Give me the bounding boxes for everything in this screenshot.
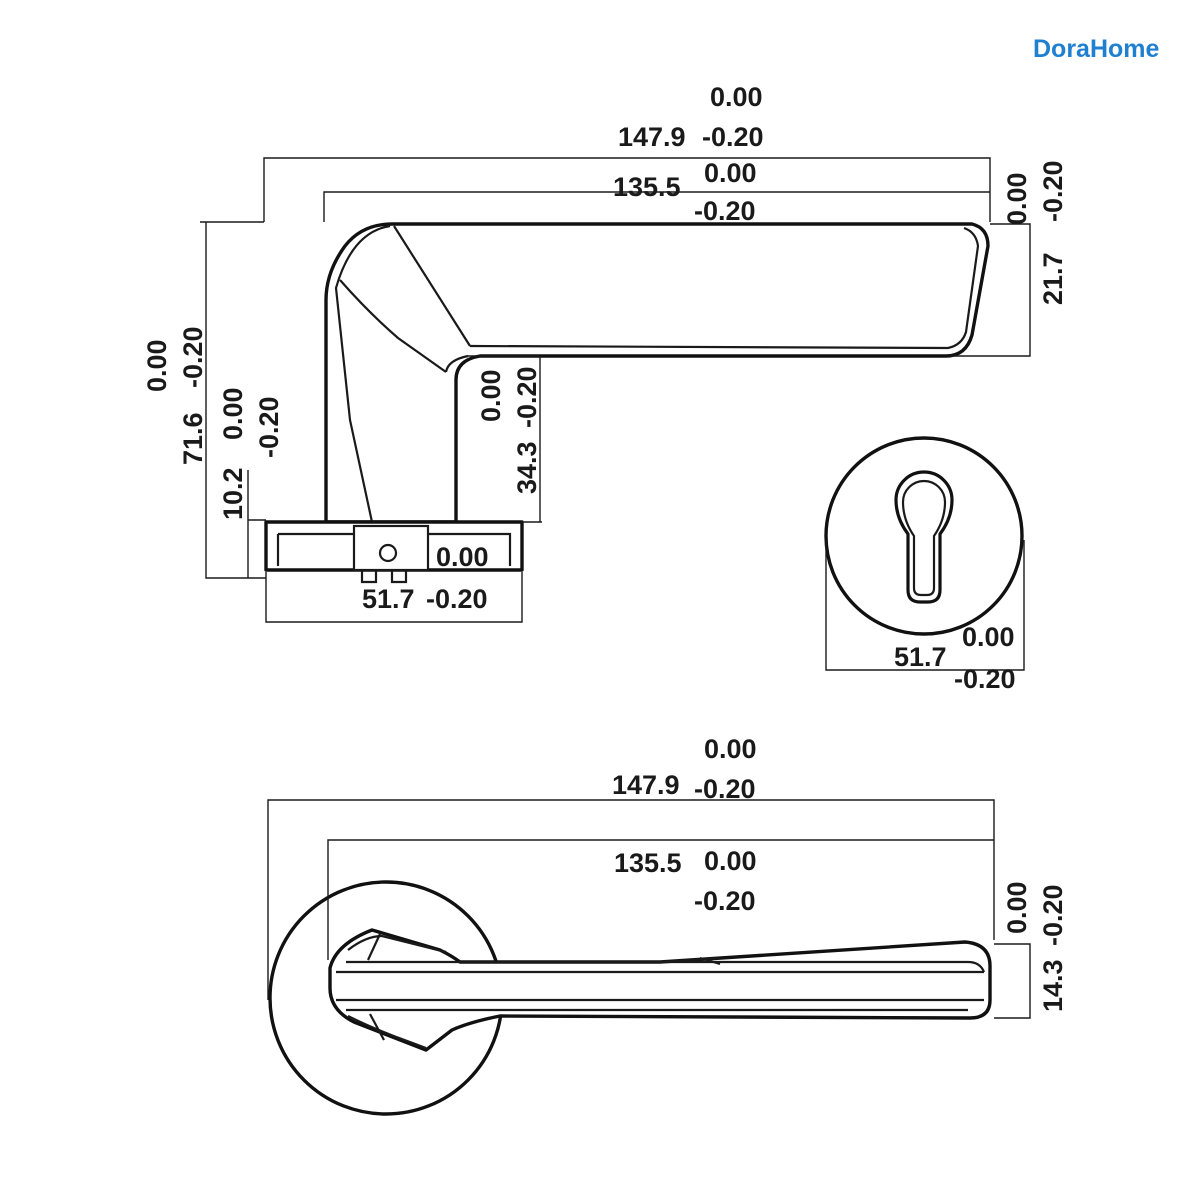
escutcheon-rose (824, 436, 1024, 636)
top-lever-length: 135.5 (614, 848, 682, 878)
side-set-screw (378, 543, 398, 563)
side-base-width: 51.7 (362, 584, 415, 614)
side-overall-tol-upper: 0.00 (710, 82, 763, 112)
escutcheon-diameter: 51.7 (894, 642, 947, 672)
side-base-height-dim (247, 470, 266, 578)
top-overall-tol-lower: -0.20 (694, 774, 756, 804)
side-lever-height-tol-lower: -0.20 (1038, 160, 1068, 222)
side-total-height-dim (205, 222, 266, 579)
side-overall-tol-lower: -0.20 (702, 122, 764, 152)
side-base-width-dim (265, 572, 523, 623)
escutcheon-diameter-dim (825, 540, 1025, 671)
side-lever-tol-lower: -0.20 (694, 196, 756, 226)
side-lever-length-dim (323, 191, 990, 222)
top-lever-length-dim (327, 839, 994, 960)
top-lever-width-tol-lower: -0.20 (1038, 884, 1068, 946)
side-overall-length-dim (263, 157, 991, 222)
euro-cylinder-keyhole (894, 470, 954, 604)
top-overall-length: 147.9 (612, 770, 680, 800)
side-base-width-tol-lower: -0.20 (426, 584, 488, 614)
top-lever-tol-lower: -0.20 (694, 886, 756, 916)
top-overall-tol-upper: 0.00 (704, 734, 757, 764)
brand-name: DoraHome (1033, 35, 1160, 63)
side-set-screw-housing (352, 524, 430, 572)
side-lever-length: 135.5 (613, 172, 681, 202)
side-lever-height-dim (950, 223, 1031, 357)
side-total-height-tol-lower: -0.20 (178, 326, 208, 388)
side-neck-height-tol-lower: -0.20 (512, 366, 542, 428)
escutcheon-view: 51.7 0.00 -0.20 (824, 436, 1025, 694)
escutcheon-diameter-tol-upper: 0.00 (962, 622, 1015, 652)
side-lever-tol-upper: 0.00 (704, 158, 757, 188)
side-base-width-tol-upper: 0.00 (436, 542, 489, 572)
side-lever-inner-edge (334, 224, 391, 523)
side-neck-height-tol-upper: 0.00 (476, 369, 506, 422)
side-base-height: 10.2 (218, 467, 248, 520)
top-lever-width-tol-upper: 0.00 (1002, 881, 1032, 934)
top-lever-tol-upper: 0.00 (704, 846, 757, 876)
top-lever-width-dim (994, 943, 1031, 1019)
brand-logo: DoraHome (1033, 35, 1160, 63)
side-lever-body (324, 222, 990, 524)
side-view: 0.00 147.9 -0.20 135.5 0.00 -0.20 0.00 2… (142, 82, 1068, 623)
side-lever-height-tol-upper: 0.00 (1002, 172, 1032, 225)
top-view: 0.00 147.9 -0.20 135.5 0.00 -0.20 0.00 1… (267, 734, 1068, 1116)
side-lever-height: 21.7 (1038, 252, 1068, 305)
side-total-height: 71.6 (178, 412, 208, 465)
side-total-height-tol-upper: 0.00 (142, 339, 172, 392)
side-overall-length: 147.9 (618, 122, 686, 152)
side-base-height-tol-upper: 0.00 (218, 387, 248, 440)
side-base-height-tol-lower: -0.20 (254, 396, 284, 458)
escutcheon-diameter-tol-lower: -0.20 (954, 664, 1016, 694)
side-neck-height-dim (468, 355, 542, 523)
side-neck-height: 34.3 (512, 441, 542, 494)
top-lever-width: 14.3 (1038, 959, 1068, 1012)
top-overall-length-dim (267, 799, 995, 1000)
